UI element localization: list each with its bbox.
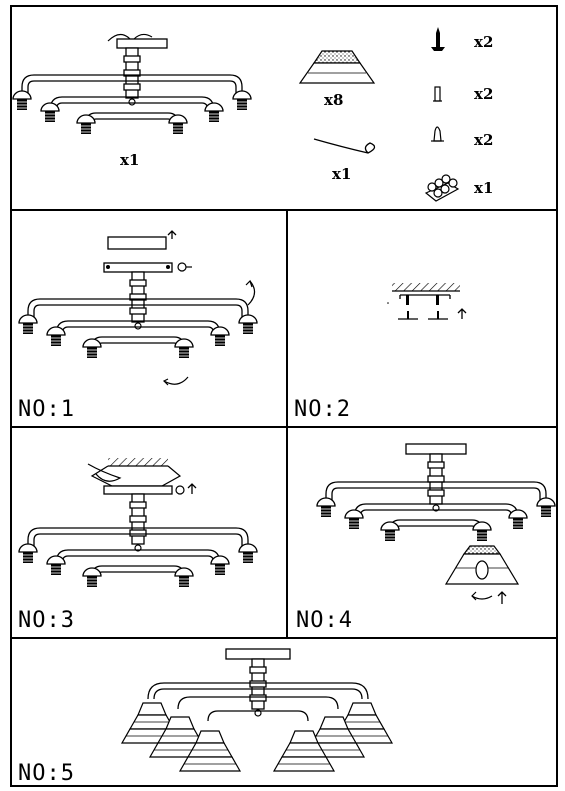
step-3-illustration [18, 458, 258, 588]
step-2-label: NO:2 [294, 397, 351, 422]
step-3-panel: NO:3 [10, 426, 288, 639]
screw-quantity: x2 [474, 33, 494, 51]
step-4-panel: NO:4 [286, 426, 558, 639]
parts-illustration [12, 27, 460, 202]
step-1-panel: NO:1 [10, 209, 288, 428]
cap-nut-icon [431, 126, 444, 142]
wall-anchor-icon [433, 86, 442, 102]
fixture-illustration [12, 33, 252, 135]
step-2-illustration [387, 283, 467, 320]
nut-quantity: x2 [474, 131, 494, 149]
parts-panel: x1 x8 x1 x2 x2 x2 x1 [10, 5, 558, 211]
connector-quantity: x1 [474, 179, 494, 197]
step-5-panel: NO:5 [10, 637, 558, 787]
safety-wire-part [313, 138, 376, 154]
fixture-quantity: x1 [120, 151, 140, 169]
step-5-illustration [121, 648, 393, 772]
anchor-quantity: x2 [474, 85, 494, 103]
step-1-label: NO:1 [18, 397, 75, 422]
step-5-label: NO:5 [18, 761, 75, 786]
screw-icon [431, 27, 445, 51]
terminal-block-icon [424, 174, 460, 202]
step-4-label: NO:4 [296, 608, 353, 633]
step-3-label: NO:3 [18, 608, 75, 633]
step-2-panel: NO:2 [286, 209, 558, 428]
step-4-illustration [316, 443, 556, 604]
wire-quantity: x1 [332, 165, 352, 183]
step-1-illustration [18, 230, 258, 386]
glass-shade-part [298, 50, 376, 84]
shade-quantity: x8 [324, 91, 344, 109]
